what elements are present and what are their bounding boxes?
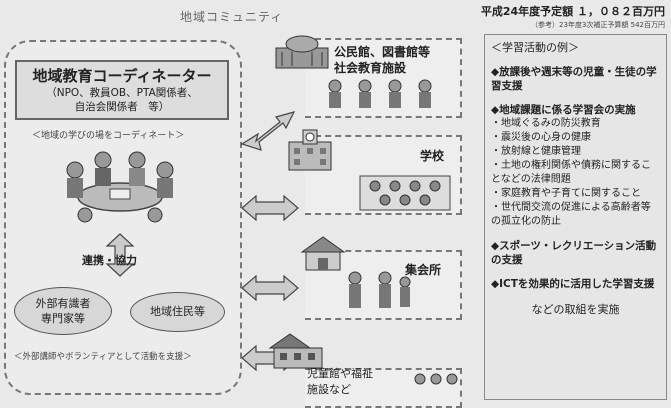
classroom-illustration: [359, 175, 451, 211]
school-building-icon: [288, 129, 332, 171]
coordinator-members-2: 自治会関係者 等）: [74, 101, 170, 113]
diagram-title: 地域コミュニティ: [180, 10, 284, 24]
vertical-double-arrow: [105, 233, 135, 277]
example-item: ・土地の権利関係や債務に関することなどの法律問題: [491, 160, 651, 185]
residents-label: 地域住民等: [150, 305, 205, 318]
facility-label-meeting-hall: 集会所: [405, 263, 442, 277]
arrow-to-facility-2: [241, 194, 299, 222]
arrow-to-facility-3: [241, 274, 299, 302]
experts-line2: 専門家等: [41, 312, 85, 325]
facility-label-welfare: 児童館や福祉 施設など: [307, 367, 373, 396]
collaboration-label: 連携・協力: [82, 254, 137, 267]
people-illustration-1: [328, 79, 432, 108]
coordinator-title: 地域教育コーディネーター: [32, 67, 212, 85]
budget-reference: （参考）23年度3次補正予算額 542百万円: [531, 21, 665, 29]
example-group-3: ◆スポーツ・レクリエーション活動の支援: [491, 240, 657, 266]
coordinator-box: 地域教育コーディネーター （NPO、教員OB、PTA関係者、 自治会関係者 等）: [15, 60, 229, 120]
meeting-hall-people-illustration: [348, 271, 411, 308]
example-item: ・震災後の心身の健康: [491, 132, 591, 143]
residents-ellipse: 地域住民等: [130, 292, 225, 332]
examples-header: ＜学習活動の例＞: [491, 41, 579, 54]
coordinator-caption: ＜地域の学びの場をコーディネート＞: [32, 131, 185, 141]
facility-label-school: 学校: [420, 149, 445, 163]
example-item: ・地域ぐるみの防災教育: [491, 118, 601, 129]
example-item: ・放射線と健康管理: [491, 146, 581, 157]
example-item: ・家庭教育や子育てに関すること: [491, 188, 641, 199]
experts-ellipse: 外部有識者 専門家等: [14, 287, 112, 335]
examples-panel: ＜学習活動の例＞ ◆放課後や週末等の児童・生徒の学習支援 ◆地域課題に係る学習会…: [484, 34, 667, 400]
meeting-hall-icon: [300, 236, 346, 271]
example-group-1: ◆放課後や週末等の児童・生徒の学習支援: [491, 66, 657, 92]
experts-line1: 外部有識者: [35, 297, 91, 310]
examples-footer: などの取組を実施: [531, 303, 620, 316]
welfare-building-icon: [268, 333, 323, 369]
connection-arrows: [240, 111, 299, 372]
support-caption: ＜外部講師やボランティアとして活動を支援＞: [14, 352, 192, 362]
facility-label-social-education: 公民館、図書館等 社会教育施設: [334, 45, 431, 75]
example-item: ・世代間交流の促進による高齢者等の孤立化の防止: [491, 202, 651, 227]
arrow-to-facility-1: [240, 111, 296, 151]
library-building-icon: [275, 35, 329, 69]
coordinator-members-1: （NPO、教員OB、PTA関係者、: [46, 87, 198, 99]
example-group-2: ◆地域課題に係る学習会の実施: [491, 104, 636, 116]
budget-line: 平成24年度予定額 １，０８２百万円: [480, 5, 665, 18]
example-group-4: ◆ICTを効果的に活用した学習支援: [491, 278, 655, 290]
meeting-illustration: [66, 151, 174, 223]
welfare-people-illustration: [414, 373, 458, 385]
